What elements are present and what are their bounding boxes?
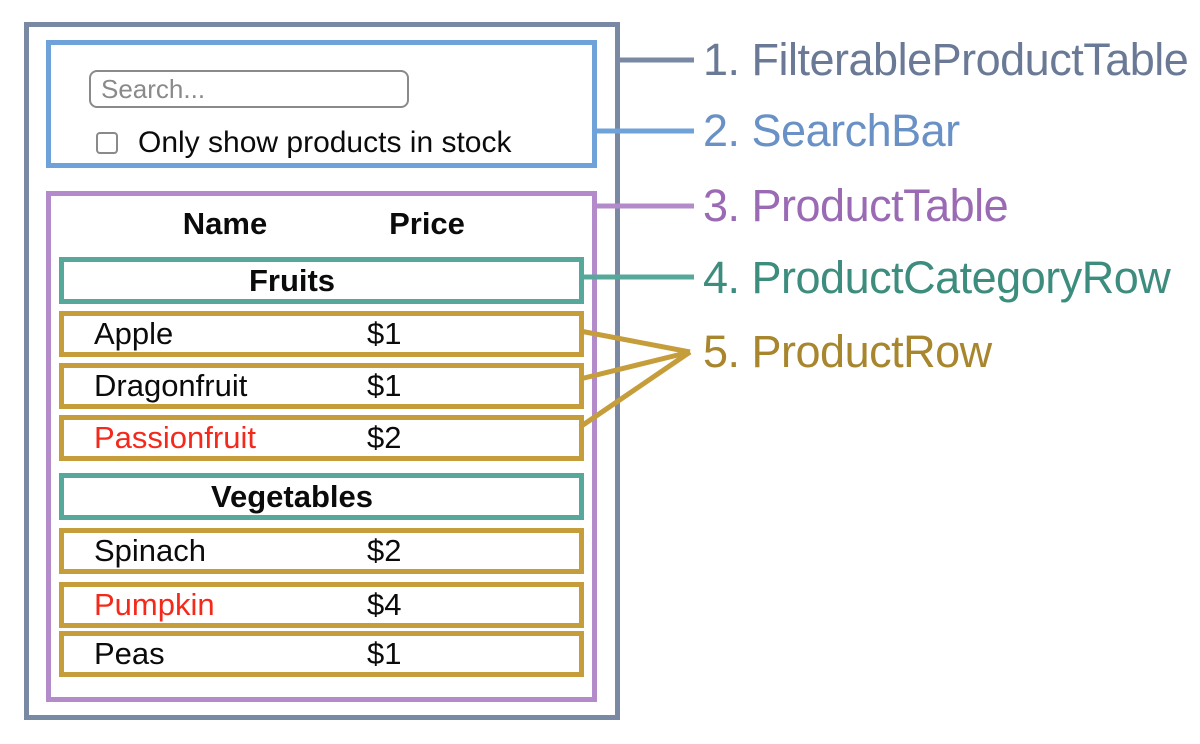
product-price: $1 [367, 636, 402, 671]
product-price: $1 [367, 316, 402, 351]
legend-label-filterable-product-table: 1. FilterableProductTable [703, 34, 1189, 85]
product-row: Dragonfruit $1 [59, 363, 584, 409]
product-row: Pumpkin $4 [59, 582, 584, 628]
category-row-fruits: Fruits [59, 257, 584, 304]
stock-checkbox-label: Only show products in stock [138, 126, 512, 159]
product-price: $4 [367, 587, 402, 622]
product-row: Passionfruit $2 [59, 415, 584, 461]
stock-checkbox[interactable] [96, 132, 118, 154]
product-row: Spinach $2 [59, 528, 584, 574]
column-header-price: Price [389, 206, 465, 241]
product-table-box: Name Price Fruits Apple $1 Dragonfruit $… [46, 191, 597, 702]
product-name: Passionfruit [94, 420, 256, 455]
search-bar-box: Only show products in stock [46, 40, 597, 168]
legend-label-product-table: 3. ProductTable [703, 180, 1009, 231]
category-label: Fruits [248, 262, 336, 298]
product-name: Dragonfruit [94, 368, 248, 403]
legend-label-product-row: 5. ProductRow [703, 326, 992, 377]
table-header-row: Name Price [51, 204, 592, 244]
product-price: $1 [367, 368, 402, 403]
stock-filter-row: Only show products in stock [96, 125, 512, 161]
product-row: Apple $1 [59, 311, 584, 357]
category-label: Vegetables [211, 478, 373, 514]
legend-label-product-category-row: 4. ProductCategoryRow [703, 252, 1171, 303]
search-input[interactable] [89, 70, 409, 108]
product-price: $2 [367, 533, 402, 568]
legend-label-search-bar: 2. SearchBar [703, 105, 960, 156]
category-row-vegetables: Vegetables [59, 473, 584, 520]
product-name: Peas [94, 636, 165, 671]
product-name: Spinach [94, 533, 207, 568]
product-name: Apple [94, 316, 174, 351]
column-header-name: Name [182, 206, 268, 241]
product-row: Peas $1 [59, 631, 584, 677]
product-name: Pumpkin [94, 587, 215, 622]
product-price: $2 [367, 420, 402, 455]
